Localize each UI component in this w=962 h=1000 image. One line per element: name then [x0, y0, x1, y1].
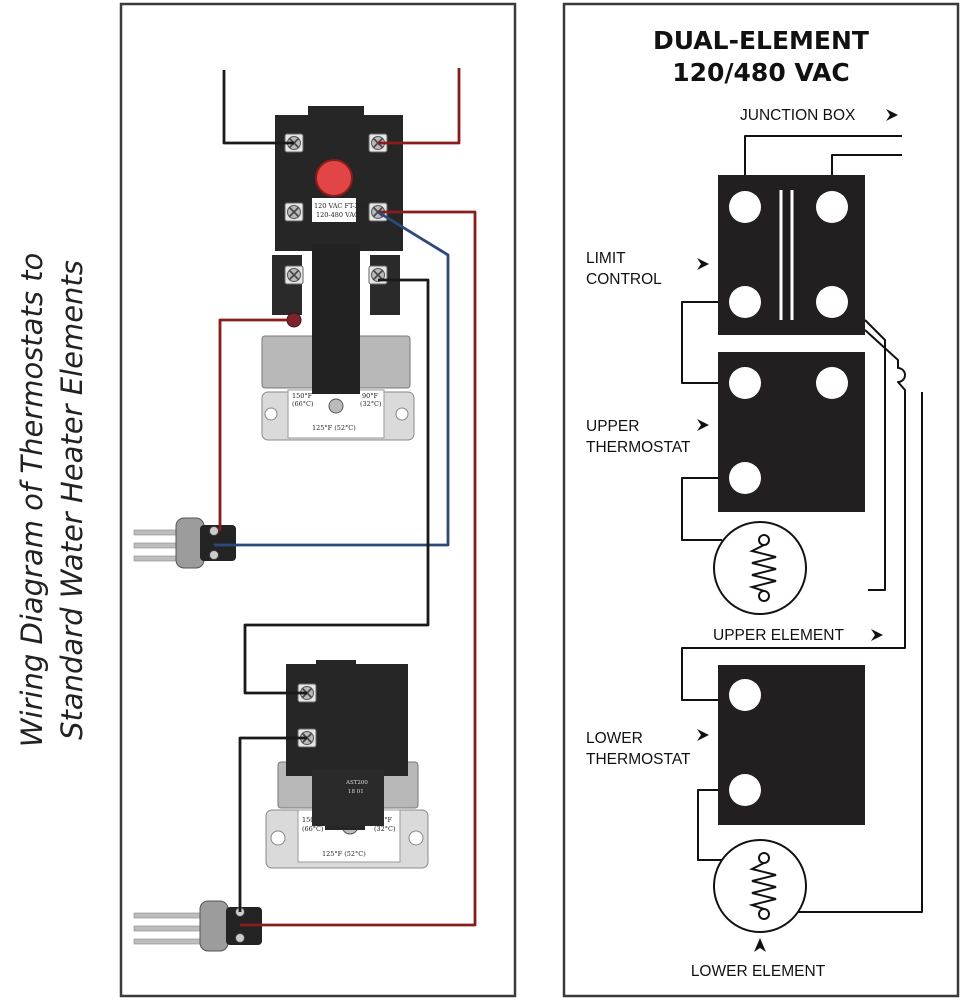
lower-mount-hole-left: [270, 830, 286, 846]
upper-mount-hole-right: [395, 407, 409, 421]
supply-wire-red: [378, 68, 461, 145]
red-wire-to-upper-element: [218, 318, 294, 531]
junction-box-arrow-icon: [886, 109, 898, 121]
lower-dial-right-2: (32°C): [374, 825, 396, 833]
upper-thermostat-housing: [312, 244, 360, 394]
limit-to-upper-wire: [681, 301, 718, 384]
upper-dual-thermostat: 150°F (66°C) 90°F (32°C) 125°F (52°C) 12…: [261, 106, 415, 441]
lower-thermostat: 150°F (66°C) 90°F (32°C) 125°F (52°C) AS…: [265, 660, 429, 869]
upper-dial-right-2: (32°C): [360, 400, 382, 408]
lower-thermostat-arrow-icon: [697, 729, 709, 741]
lower-housing-top: [316, 660, 356, 668]
upper-side-right: [370, 255, 400, 315]
upper-housing-top: [308, 106, 364, 140]
upper-rating-line-1: 120 VAC FT-271: [314, 202, 367, 210]
lower-model-line-1: AST200: [345, 780, 368, 786]
upper-dial-left-2: (66°C): [292, 400, 314, 408]
reset-button: [315, 159, 353, 197]
lower-dial-right-1: 90°F: [376, 816, 393, 824]
schematic-title-line-1: DUAL-ELEMENT: [653, 26, 869, 55]
lower-mount-hole-right: [408, 830, 424, 846]
schematic-wires: [681, 135, 923, 913]
limit-control-label-2: CONTROL: [586, 271, 662, 288]
upper-thermostat-arrow-icon: [697, 419, 709, 431]
lower-model-line-2: 18 01: [348, 789, 364, 795]
lower-heating-element: [133, 900, 262, 952]
upper-dial-right-1: 90°F: [362, 392, 379, 400]
upper-side-left: [272, 255, 302, 315]
upper-heating-element: [133, 517, 236, 569]
upper-element-label: UPPER ELEMENT: [713, 627, 844, 644]
upper-thermostat-label-2: THERMOSTAT: [586, 439, 691, 456]
limit-control-arrow-icon: [697, 258, 709, 270]
limit-control-label-1: LIMIT: [586, 250, 626, 267]
lower-element-symbol: [713, 839, 807, 933]
lower-housing: [286, 664, 408, 776]
junction-wire-2: [831, 154, 902, 175]
upper-dial-screw: [328, 398, 344, 414]
junction-wire-1: [744, 135, 902, 175]
lower-element-label: LOWER ELEMENT: [691, 963, 826, 980]
limit-to-lower-thermostat-wire: [681, 329, 906, 701]
upper-screw-5: [284, 265, 304, 285]
right-panel-border: [562, 2, 960, 998]
schematic-title-line-2: 120/480 VAC: [672, 58, 850, 87]
upper-rating-line-2: 120-480 VAC: [316, 211, 359, 219]
lower-housing-body: [312, 770, 384, 826]
black-wire-to-lower-element: [238, 736, 307, 912]
black-wire-to-lower-thermostat: [243, 278, 430, 695]
upper-element-arrow-icon: [871, 629, 883, 641]
upper-thermostat-label-1: UPPER: [586, 418, 639, 435]
lower-dial-bottom: 125°F (52°C): [322, 850, 366, 858]
limit-control-block: [718, 175, 865, 335]
lower-thermostat-to-element-wire: [697, 789, 722, 861]
lower-thermostat-label-2: THERMOSTAT: [586, 751, 691, 768]
lower-element-return-wire: [794, 392, 923, 913]
limit-to-upper-element-wire: [864, 319, 886, 591]
upper-thermostat-block: [718, 352, 865, 512]
upper-element-symbol: [713, 521, 807, 615]
lower-element-arrow-icon: [754, 938, 766, 952]
upper-mount-hole-left: [264, 407, 278, 421]
upper-dial-bottom: 125°F (52°C): [312, 424, 356, 432]
upper-dial-left-1: 150°F: [292, 392, 313, 400]
supply-wire-black: [222, 70, 294, 145]
junction-box-label: JUNCTION BOX: [740, 107, 856, 124]
upper-thermostat-to-element-wire: [681, 477, 722, 541]
blue-wire-to-upper-element: [214, 210, 450, 547]
lower-thermostat-block: [718, 665, 865, 825]
left-wires: [214, 68, 477, 927]
left-panel-border: [119, 2, 517, 998]
upper-rating-label: [312, 198, 356, 222]
lower-thermostat-label-1: LOWER: [586, 730, 643, 747]
upper-screw-3: [284, 202, 304, 222]
lower-dial-left-2: (66°C): [302, 825, 324, 833]
red-wire-to-lower-element: [240, 210, 477, 927]
